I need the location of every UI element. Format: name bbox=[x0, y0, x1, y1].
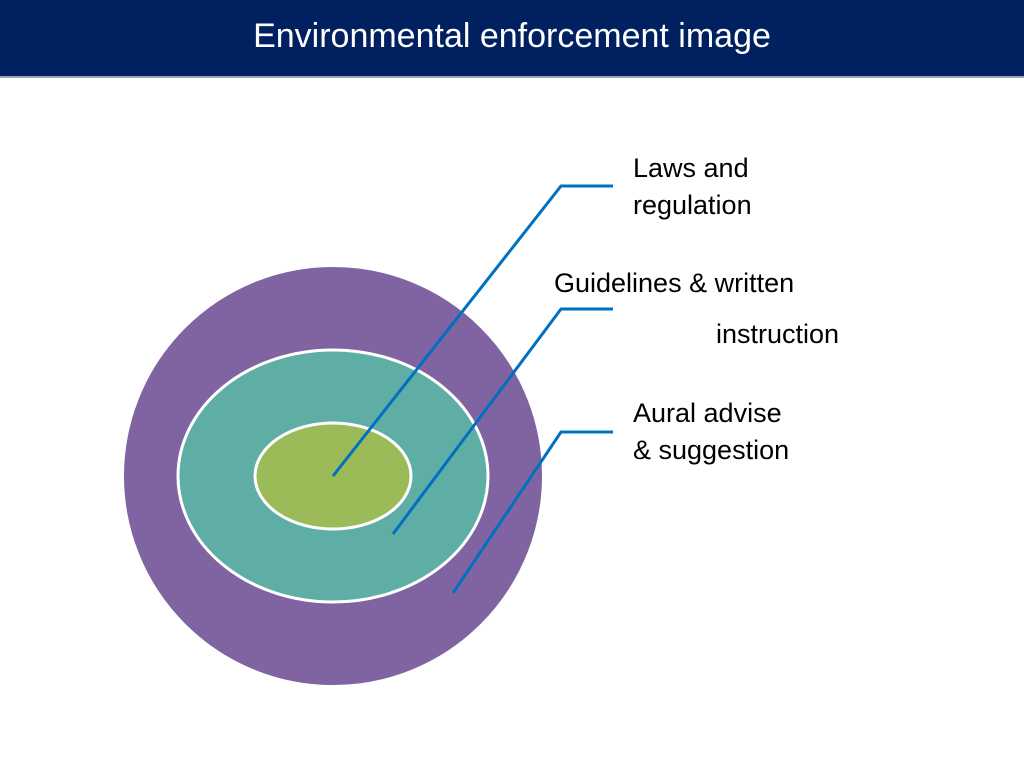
label-line: Laws and bbox=[633, 153, 749, 183]
label-line: instruction bbox=[716, 319, 840, 349]
label-line: Aural advise bbox=[633, 398, 782, 428]
label-laws-and-regulation: Laws and regulation bbox=[633, 150, 752, 224]
label-guidelines: Guidelines & written instruction bbox=[554, 265, 839, 353]
connector-inner bbox=[331, 184, 613, 477]
connector-middle bbox=[391, 307, 613, 535]
title-bar: Environmental enforcement image bbox=[0, 0, 1024, 78]
label-line: & suggestion bbox=[633, 435, 790, 465]
label-aural-advise: Aural advise & suggestion bbox=[633, 395, 789, 469]
label-line: regulation bbox=[633, 190, 752, 220]
slide-title: Environmental enforcement image bbox=[253, 17, 771, 55]
connector-outer bbox=[451, 430, 613, 594]
label-line: Guidelines & written bbox=[554, 268, 795, 298]
